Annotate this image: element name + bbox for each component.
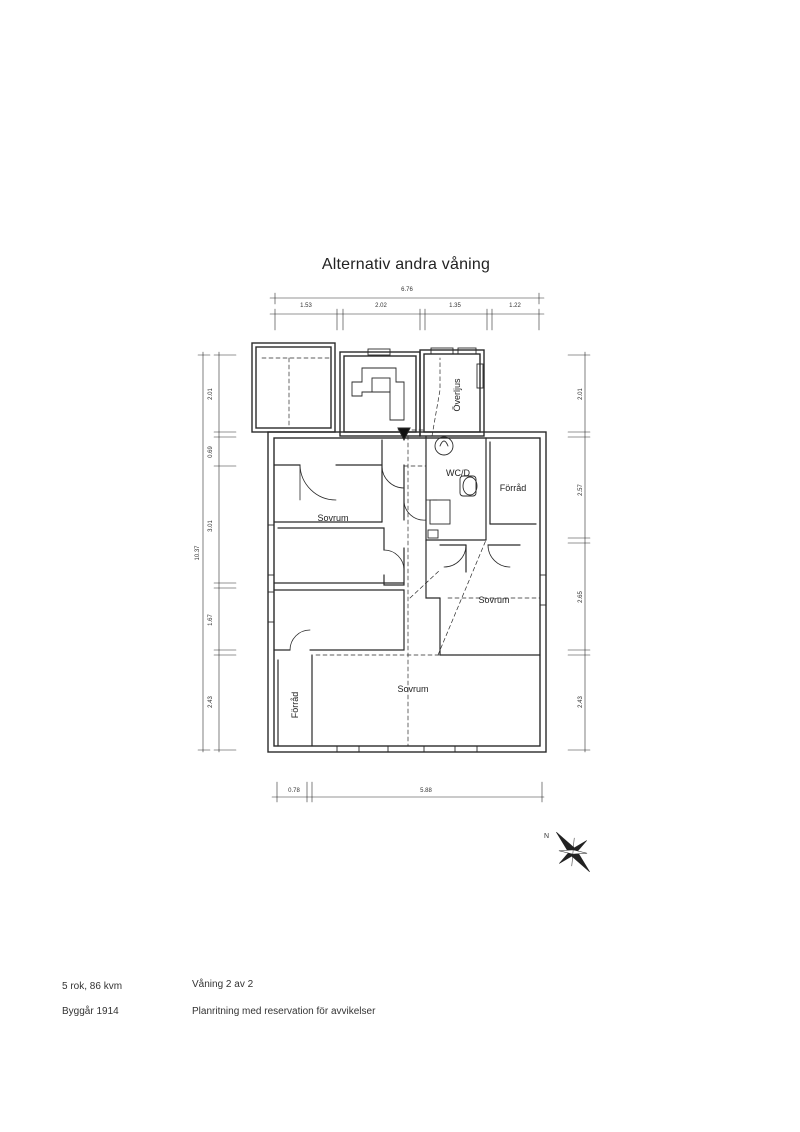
footer-rooms-area: 5 rok, 86 kvm bbox=[62, 981, 123, 992]
right-dimension-lines bbox=[567, 351, 591, 753]
dim-top-2: 2.02 bbox=[375, 303, 387, 309]
dim-top-total: 6.76 bbox=[401, 287, 413, 293]
room-sovrum-2: Sovrum bbox=[478, 595, 509, 605]
dim-bottom-1: 0.78 bbox=[288, 788, 300, 794]
room-wc: WC/D bbox=[446, 468, 470, 478]
compass-north-label: N bbox=[544, 833, 549, 840]
dim-right-4: 2.43 bbox=[578, 696, 584, 708]
dim-left-3: 3.01 bbox=[208, 520, 214, 532]
chimney-stair bbox=[351, 367, 405, 421]
footer-floor: Våning 2 av 2 bbox=[192, 979, 254, 990]
footer-disclaimer: Planritning med reservation för avvikels… bbox=[192, 1006, 376, 1017]
dim-top-1: 1.53 bbox=[300, 303, 312, 309]
room-sovrum-3: Sovrum bbox=[397, 684, 428, 694]
dim-right-2: 2.57 bbox=[578, 484, 584, 496]
room-overljus: Överljus bbox=[452, 378, 462, 412]
bottom-dimension-lines bbox=[271, 781, 545, 803]
wc-fixtures bbox=[427, 436, 478, 539]
room-sovrum-1: Sovrum bbox=[317, 513, 348, 523]
interior-walls bbox=[273, 435, 541, 747]
dashed-lines bbox=[261, 357, 541, 747]
dimension-labels: 6.76 1.53 2.02 1.35 1.22 10.37 2.01 0.69… bbox=[195, 287, 584, 794]
windows bbox=[267, 347, 547, 753]
dim-left-total: 10.37 bbox=[195, 545, 201, 561]
dim-top-3: 1.35 bbox=[449, 303, 461, 309]
dim-bottom-2: 5.88 bbox=[420, 788, 432, 794]
dim-left-5: 2.43 bbox=[208, 696, 214, 708]
footer-year: Byggår 1914 bbox=[62, 1006, 119, 1017]
dim-left-1: 2.01 bbox=[208, 388, 214, 400]
dim-left-4: 1.67 bbox=[208, 614, 214, 626]
left-dimension-lines bbox=[197, 351, 237, 753]
room-labels: Sovrum Sovrum Sovrum WC/D Förråd Förråd … bbox=[290, 378, 526, 718]
room-forrad-1: Förråd bbox=[500, 483, 527, 493]
room-forrad-2: Förråd bbox=[290, 692, 300, 719]
plan-title: Alternativ andra våning bbox=[321, 256, 491, 273]
dim-top-4: 1.22 bbox=[509, 303, 521, 309]
dim-right-3: 2.65 bbox=[578, 591, 584, 603]
dim-right-1: 2.01 bbox=[578, 388, 584, 400]
dim-left-2: 0.69 bbox=[208, 446, 214, 458]
entry-arrow-icon bbox=[397, 427, 411, 442]
door-swings bbox=[289, 464, 511, 651]
compass-rose-icon bbox=[556, 831, 590, 873]
top-dimension-lines bbox=[269, 292, 545, 331]
